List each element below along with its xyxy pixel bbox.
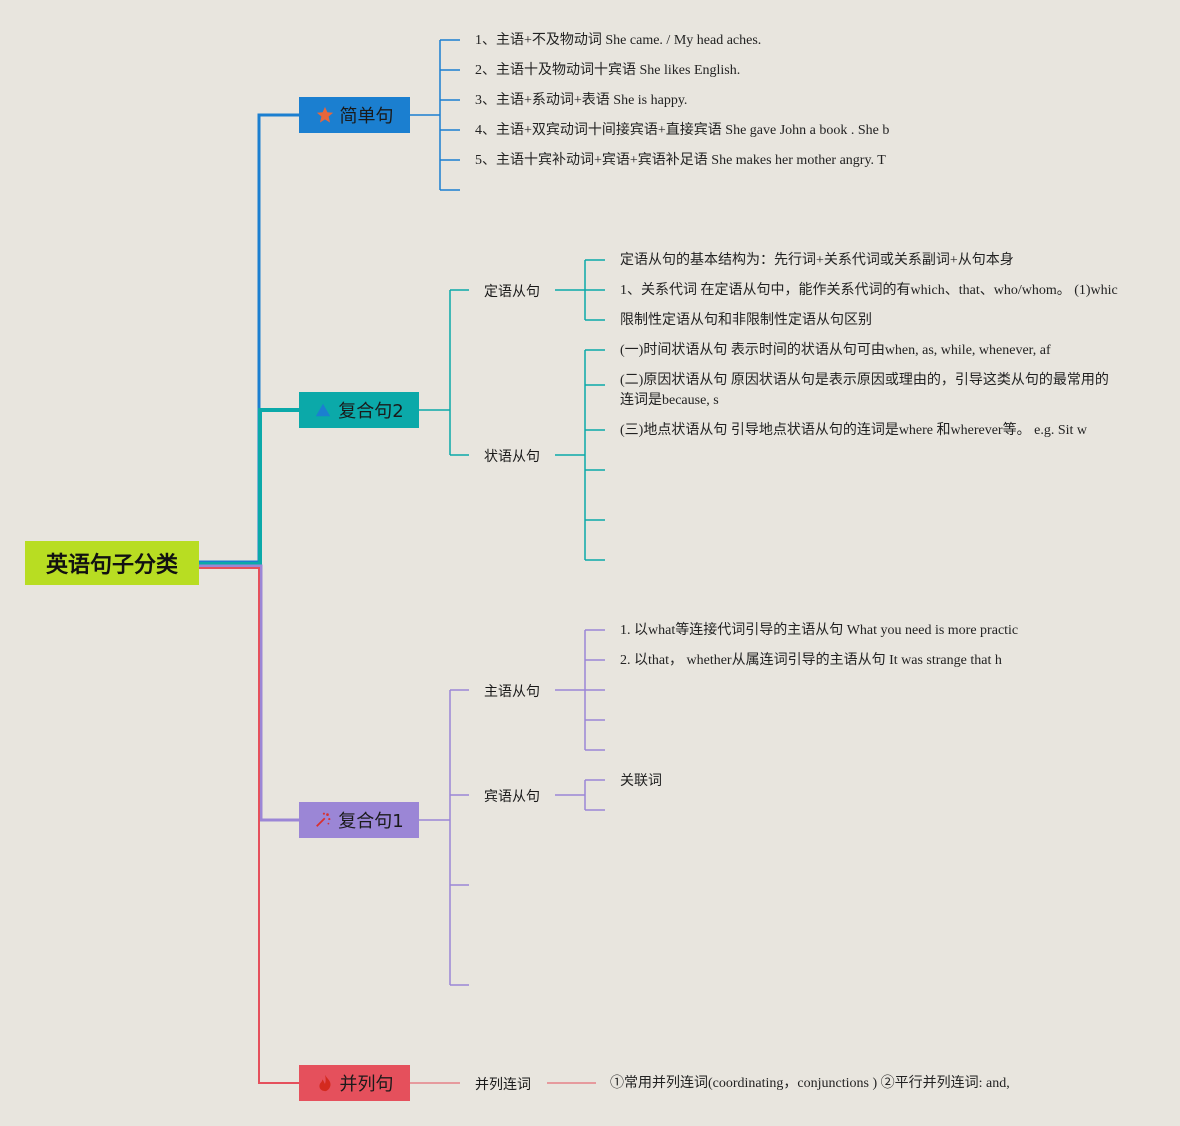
topic-complex1-label: 复合句1: [338, 811, 404, 832]
topic-complex2-label: 复合句2: [338, 401, 404, 422]
adverbial-item-1[interactable]: (一)时间状语从句 表示时间的状语从句可由when, as, while, wh…: [620, 343, 1051, 358]
object-item-1[interactable]: 关联词: [620, 773, 662, 789]
attributive-item-2[interactable]: 1、关系代词 在定语从句中，能作关系代词的有which、that、who/who…: [620, 283, 1118, 298]
root-topic[interactable]: 英语句子分类: [25, 541, 199, 585]
simple-item-5[interactable]: 5、主语十宾补动词+宾语+宾语补足语 She makes her mother …: [475, 153, 886, 168]
edges-complex2: [419, 259, 605, 561]
subtopic-object-clause[interactable]: 宾语从句: [484, 789, 540, 805]
subject-item-2[interactable]: 2. 以that， whether从属连词引导的主语从句 It was stra…: [620, 653, 1002, 668]
edge-root-complex1: [199, 564, 299, 822]
topic-complex-sentence-1[interactable]: 复合句1: [299, 802, 419, 838]
topic-compound-sentence[interactable]: 并列句: [299, 1065, 410, 1101]
conjunction-item-1[interactable]: ①常用并列连词(coordinating，conjunctions ) ②平行并…: [610, 1076, 1010, 1091]
edges-simple: [410, 39, 460, 191]
adverbial-item-2[interactable]: (二)原因状语从句 原因状语从句是表示原因或理由的，引导这类从句的最常用的连词是…: [620, 373, 1109, 408]
simple-item-2[interactable]: 2、主语十及物动词十宾语 She likes English.: [475, 63, 741, 78]
edge-root-complex2: [199, 408, 299, 566]
simple-item-3[interactable]: 3、主语+系动词+表语 She is happy.: [475, 93, 688, 108]
subject-item-1[interactable]: 1. 以what等连接代词引导的主语从句 What you need is mo…: [620, 623, 1019, 638]
topic-complex-sentence-2[interactable]: 复合句2: [299, 392, 419, 428]
subtopic-coordinating-conjunctions[interactable]: 并列连词: [475, 1077, 531, 1093]
edge-root-simple: [199, 113, 299, 564]
adverbial-item-3[interactable]: (三)地点状语从句 引导地点状语从句的连词是where 和wherever等。 …: [620, 423, 1087, 438]
topic-simple-label: 简单句: [339, 106, 394, 127]
magic-wand-icon: [316, 812, 331, 827]
fire-icon: [318, 1074, 331, 1092]
topic-simple-sentence[interactable]: 简单句: [299, 97, 410, 133]
edge-root-compound: [199, 567, 299, 1084]
edges-complex1: [419, 629, 605, 986]
topic-compound-label: 并列句: [339, 1074, 394, 1095]
subtopic-subject-clause[interactable]: 主语从句: [484, 684, 540, 700]
subtopic-attributive-clause[interactable]: 定语从句: [484, 284, 540, 300]
simple-item-1[interactable]: 1、主语+不及物动词 She came. / My head aches.: [475, 33, 762, 48]
star-icon: [316, 106, 333, 123]
attributive-item-3[interactable]: 限制性定语从句和非限制性定语从句区别: [620, 313, 872, 328]
triangle-icon: [316, 403, 331, 417]
root-topic-label: 英语句子分类: [45, 553, 178, 578]
attributive-item-1[interactable]: 定语从句的基本结构为：先行词+关系代词或关系副词+从句本身: [620, 253, 1014, 268]
subtopic-adverbial-clause[interactable]: 状语从句: [484, 449, 540, 465]
simple-item-4[interactable]: 4、主语+双宾动词十间接宾语+直接宾语 She gave John a book…: [475, 123, 890, 138]
